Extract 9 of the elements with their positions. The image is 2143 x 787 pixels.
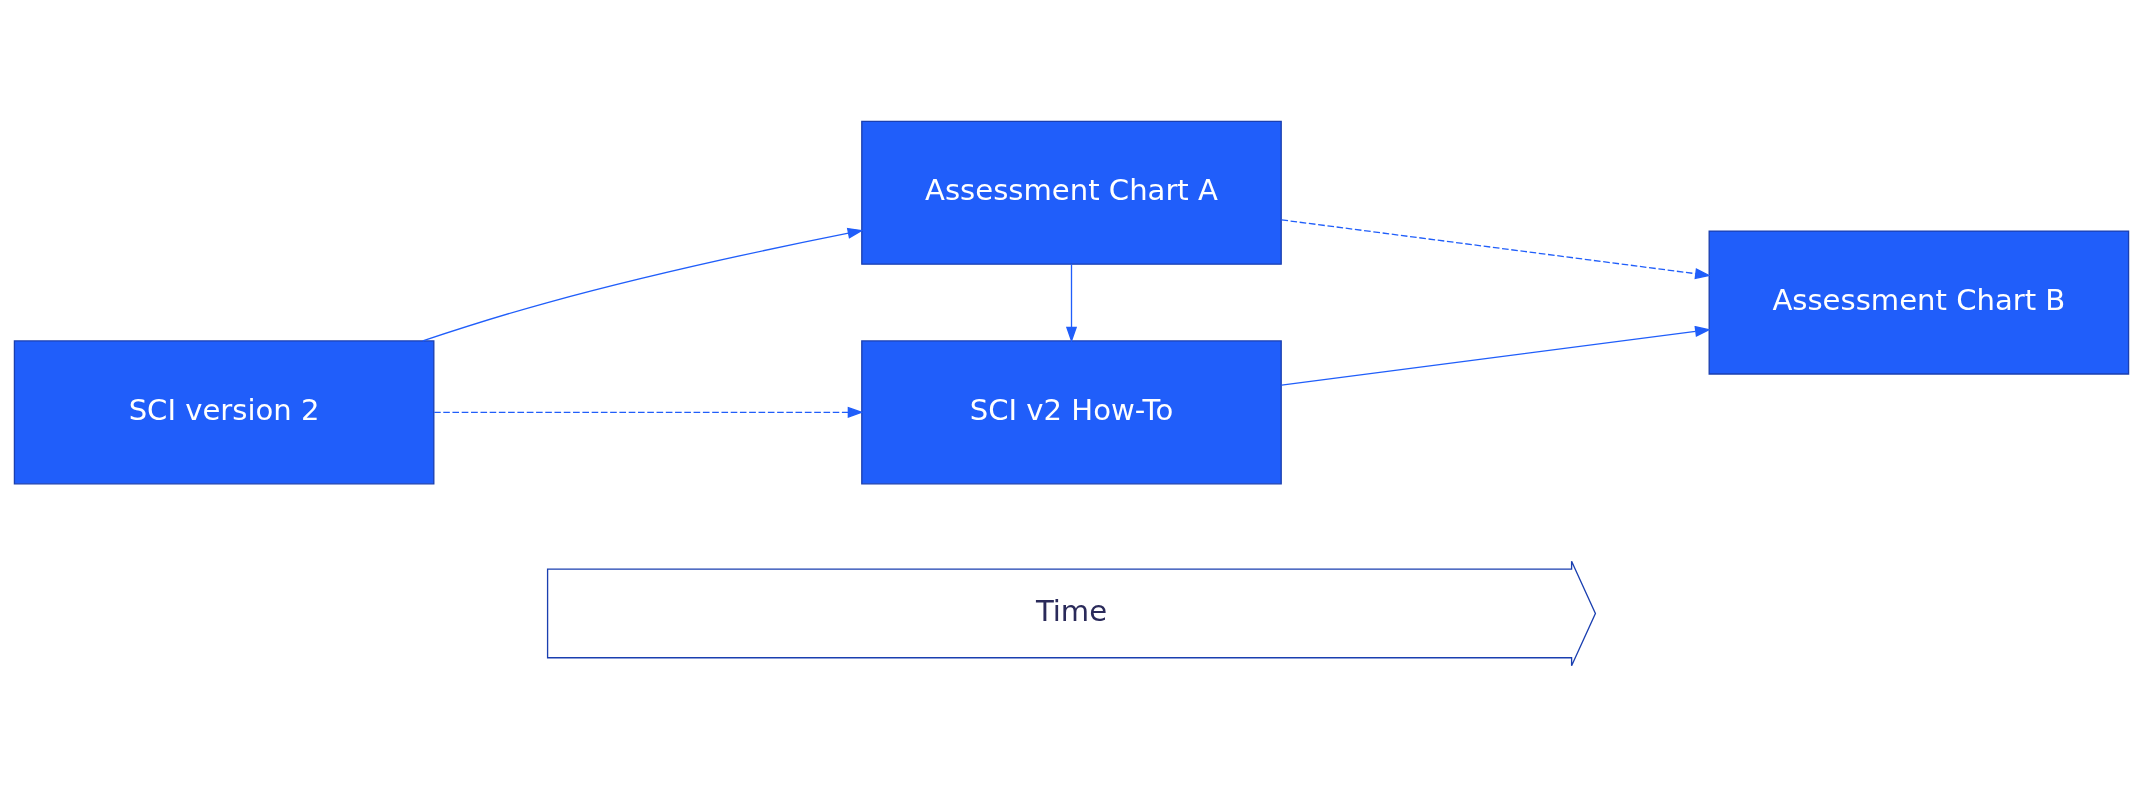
- arrow: [422, 227, 864, 342]
- node-box: SCI v2 How-To: [861, 340, 1282, 485]
- arrow: [1280, 219, 1711, 280]
- arrow: [1280, 325, 1711, 386]
- node-box: Assessment Chart B: [1708, 230, 2130, 375]
- arrow: [433, 406, 864, 418]
- node-box: Assessment Chart A: [861, 120, 1282, 265]
- node-box: SCI version 2: [13, 340, 435, 485]
- arrow: [1065, 263, 1078, 343]
